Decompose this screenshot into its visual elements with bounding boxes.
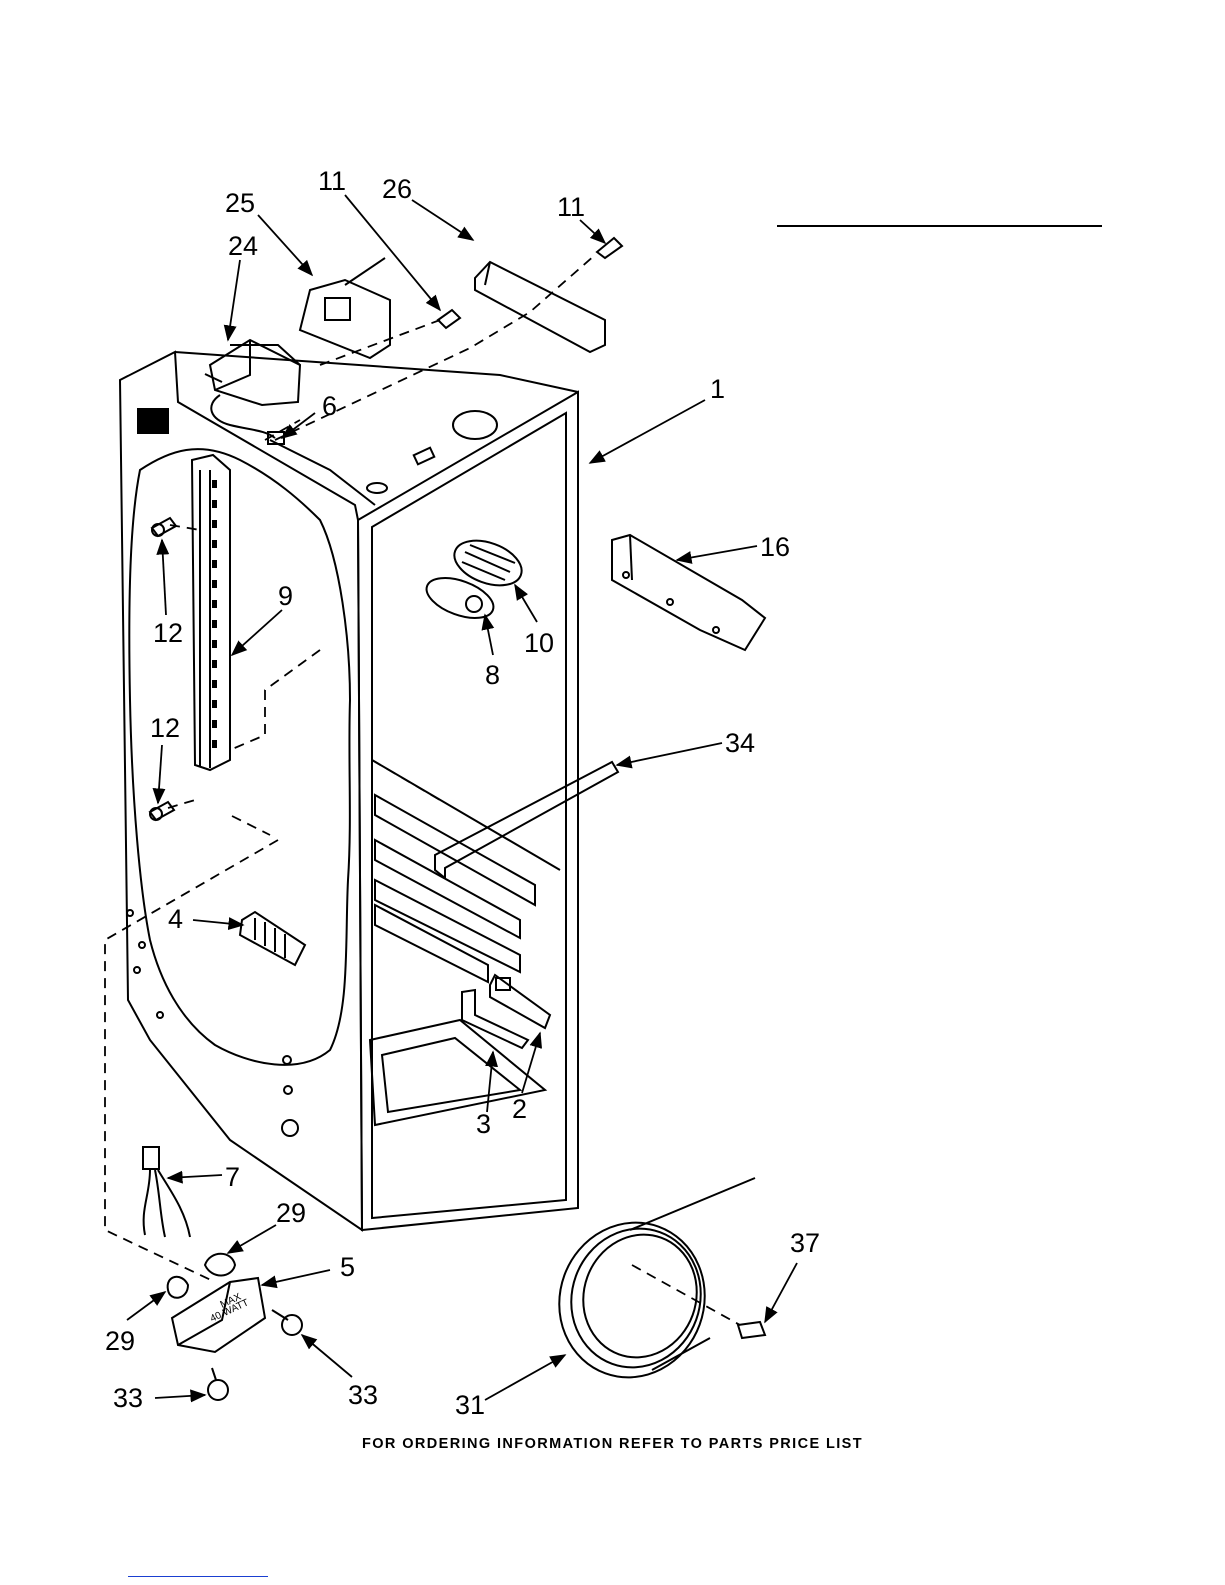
cabinet-top-details: [137, 408, 497, 493]
bracket-part-16: [612, 535, 765, 650]
ordering-info-footer: FOR ORDERING INFORMATION REFER TO PARTS …: [0, 1436, 1225, 1452]
screw-part-12-lower: [150, 802, 174, 820]
callout-37: 37: [790, 1228, 820, 1258]
grille-part-4: [240, 912, 305, 965]
callout-3: 3: [476, 1109, 491, 1139]
arrow-25: [258, 215, 312, 275]
callout-33b: 33: [348, 1380, 378, 1410]
arrow-12b: [158, 745, 162, 803]
harness-part-7: [143, 1147, 190, 1237]
arrow-8: [485, 615, 493, 655]
arrow-26: [412, 200, 473, 240]
callout-10: 10: [524, 628, 554, 658]
arrow-29a: [228, 1225, 276, 1253]
callout-33a: 33: [113, 1383, 143, 1413]
arrow-33b: [302, 1335, 352, 1377]
arrow-37: [765, 1263, 797, 1322]
arrow-1: [590, 400, 705, 463]
callout-2: 2: [512, 1094, 527, 1124]
vent-cover-part-10: [448, 532, 527, 594]
push-pin-part-33-left: [208, 1368, 228, 1400]
callout-31: 31: [455, 1390, 485, 1420]
arrow-11a: [345, 195, 440, 310]
callout-16: 16: [760, 532, 790, 562]
arrow-9: [232, 610, 282, 655]
arrow-5: [262, 1270, 330, 1285]
arrow-7: [168, 1175, 222, 1178]
arrow-12a: [162, 540, 166, 615]
callout-8: 8: [485, 660, 500, 690]
shelf-ladder-part-9: [192, 455, 230, 770]
callout-11b: 11: [557, 192, 585, 222]
arrow-34: [617, 743, 722, 765]
clip-part-29-upper: [205, 1254, 235, 1276]
callout-24: 24: [228, 231, 258, 261]
callout-34: 34: [725, 728, 755, 758]
callout-5: 5: [340, 1252, 355, 1282]
callout-11a: 11: [318, 166, 346, 196]
wire-lead-part-6: [211, 395, 284, 444]
arrow-3: [487, 1052, 493, 1112]
rail-part-34: [435, 762, 618, 878]
arrow-11b: [580, 220, 605, 243]
callout-4: 4: [168, 904, 183, 934]
screw-part-12-upper: [152, 518, 176, 536]
arrow-31: [485, 1355, 565, 1400]
screw-part-37: [738, 1322, 765, 1338]
callout-9: 9: [278, 581, 293, 611]
callout-7: 7: [225, 1162, 240, 1192]
callout-12b: 12: [150, 713, 180, 743]
trim-part-2: [490, 975, 550, 1028]
bottom-link-underline[interactable]: [128, 1576, 268, 1577]
arrow-6: [282, 413, 315, 438]
callout-29b: 29: [105, 1326, 135, 1356]
callout-25: 25: [225, 188, 255, 218]
push-pin-part-33-right: [272, 1310, 302, 1335]
callout-1: 1: [710, 374, 725, 404]
ladder-slots: [212, 480, 217, 748]
arrow-24: [228, 260, 240, 340]
callout-12a: 12: [153, 618, 183, 648]
callout-29a: 29: [276, 1198, 306, 1228]
arrow-16: [677, 546, 757, 560]
vent-cover-part-8: [421, 570, 498, 626]
screw-part-11-right: [597, 238, 622, 258]
screw-part-11-left: [438, 310, 460, 328]
clip-part-29-lower: [168, 1277, 188, 1298]
callout-26: 26: [382, 174, 412, 204]
tubing-part-31: [538, 1178, 755, 1398]
cabinet-liner: [120, 352, 578, 1230]
arrow-33a: [155, 1395, 205, 1398]
callout-6: 6: [322, 391, 337, 421]
arrow-10: [515, 585, 537, 622]
arrow-29b: [127, 1292, 165, 1320]
channel-part-26: [475, 262, 605, 352]
arrow-4: [193, 920, 243, 925]
